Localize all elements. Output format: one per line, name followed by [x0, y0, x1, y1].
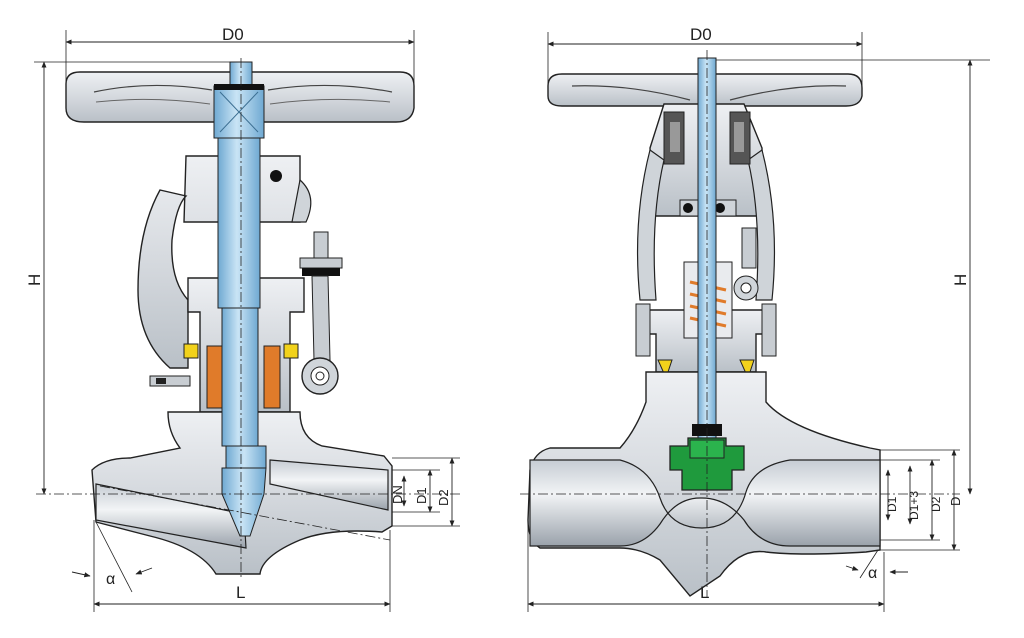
- right-d1-label: D1: [885, 496, 899, 512]
- left-bolt-yellow-2: [283, 343, 299, 359]
- right-bolt-left: [635, 303, 651, 357]
- left-side-bolt: [149, 375, 191, 387]
- left-grease-nipple: [270, 170, 282, 182]
- right-alpha-label: α: [868, 565, 877, 582]
- right-d2-label: D2: [929, 496, 943, 512]
- left-packing: [206, 345, 224, 409]
- right-bolt-right: [761, 303, 777, 357]
- left-valve-view: D0 H DN D1 D2 L α: [25, 25, 460, 612]
- right-d-label: D: [948, 497, 963, 506]
- left-bolt-yellow-1: [183, 343, 199, 359]
- right-valve-view: D0 H D1 D1+3 D2 D L α: [520, 25, 990, 612]
- left-d0-label: D0: [222, 25, 244, 44]
- left-alpha-label: α: [106, 571, 115, 588]
- left-l-label: L: [236, 583, 245, 602]
- left-d1-label: D1: [414, 487, 429, 504]
- left-h-label: H: [25, 274, 44, 286]
- right-d1plus-label: D1+3: [907, 491, 921, 520]
- left-d2-label: D2: [436, 489, 451, 506]
- right-d0-label: D0: [690, 25, 712, 44]
- right-l-label: L: [700, 583, 709, 602]
- right-flow-passage: [529, 459, 881, 547]
- left-dn-label: DN: [390, 485, 405, 504]
- left-stem: [217, 137, 261, 309]
- right-h-label: H: [951, 274, 970, 286]
- right-eyebolt: [741, 227, 757, 269]
- left-outlet-bore: [269, 459, 389, 511]
